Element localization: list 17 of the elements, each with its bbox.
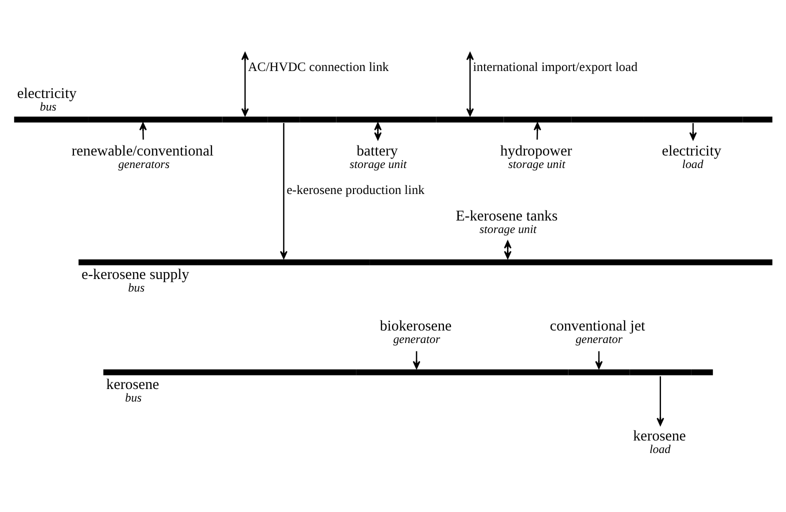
node-text: E-kerosene tanks storage unit [456, 208, 558, 236]
node-label: kerosene [106, 376, 160, 393]
node-label: e-kerosene supply [82, 266, 190, 283]
node-text: biokerosene generator [380, 318, 452, 346]
edge-label: e-kerosene production link [286, 182, 425, 196]
node-label: bus [128, 280, 145, 294]
node-label: electricity [17, 85, 77, 102]
edge-label: AC/HVDC connection link [248, 59, 389, 74]
node-label: bus [125, 390, 142, 404]
node-text: hydropower storage unit [500, 142, 572, 170]
node-text: conventional jet generator [550, 318, 646, 346]
node-label: bus [40, 98, 56, 113]
node-text: battery storage unit [350, 142, 407, 170]
edge-label: international import/export load [473, 59, 638, 74]
node-text: renewable/conventional generators [72, 142, 214, 170]
node-text: electricity load [662, 142, 722, 170]
node-text: kerosene load [633, 428, 686, 456]
